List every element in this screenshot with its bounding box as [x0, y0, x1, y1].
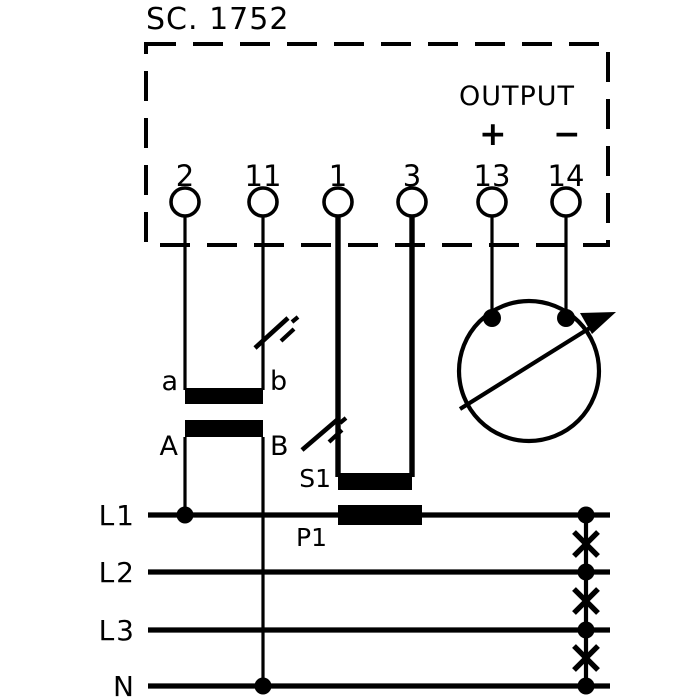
terminal-label-3: 3: [403, 159, 421, 193]
vt-primary-label-A: A: [160, 431, 179, 462]
terminal-circle-3[interactable]: [396, 186, 428, 218]
ct-secondary-winding-bar: [338, 473, 412, 490]
vt-secondary-label-b: b: [270, 366, 287, 397]
cross-mark-l3-n-icon: [572, 644, 600, 672]
analog-meter-body[interactable]: [456, 298, 602, 444]
junction-dot-right-l2: [577, 563, 595, 581]
bus-label-n: N: [113, 670, 136, 700]
bus-label-l3: L3: [99, 614, 136, 647]
test-link-marker-icon-ct: [300, 416, 348, 452]
junction-dot-vt-B-n: [254, 677, 272, 695]
output-label: OUTPUT: [459, 81, 575, 112]
vt-secondary-label-a: a: [161, 366, 178, 397]
junction-dot-right-l1: [577, 506, 595, 524]
junction-dot-meter-left: [483, 309, 501, 327]
ct-primary-label-P1: P1: [296, 523, 327, 552]
ct-secondary-label-S1: S1: [299, 464, 331, 493]
junction-dot-meter-right: [557, 309, 575, 327]
vt-primary-winding-bar: [185, 420, 263, 437]
diagram-title: SC. 1752: [146, 2, 289, 37]
junction-dot-vt-A-l1: [176, 506, 194, 524]
junction-dot-right-l3: [577, 621, 595, 639]
terminal-circle-13[interactable]: [476, 186, 508, 218]
test-link-marker-icon-vt: [253, 315, 300, 350]
terminal-circle-2[interactable]: [169, 186, 201, 218]
meter-needle-arrow-icon: [458, 312, 616, 411]
terminal-label-2: 2: [176, 159, 194, 193]
bus-label-l2: L2: [99, 556, 136, 589]
terminal-label-1: 1: [329, 159, 347, 193]
output-plus-sign: +: [479, 114, 507, 153]
terminal-circle-14[interactable]: [550, 186, 582, 218]
junction-dot-right-n: [577, 677, 595, 695]
device-enclosure-dashed-box: [144, 42, 610, 247]
terminal-circle-1[interactable]: [322, 186, 354, 218]
terminal-circle-11[interactable]: [247, 186, 279, 218]
bus-label-l1: L1: [99, 499, 136, 532]
vt-secondary-winding-bar: [185, 388, 263, 404]
vt-primary-label-B: B: [270, 431, 289, 462]
cross-mark-l1-l2-icon: [572, 530, 600, 558]
output-minus-sign: −: [553, 114, 581, 153]
cross-mark-l2-l3-icon: [572, 587, 600, 615]
